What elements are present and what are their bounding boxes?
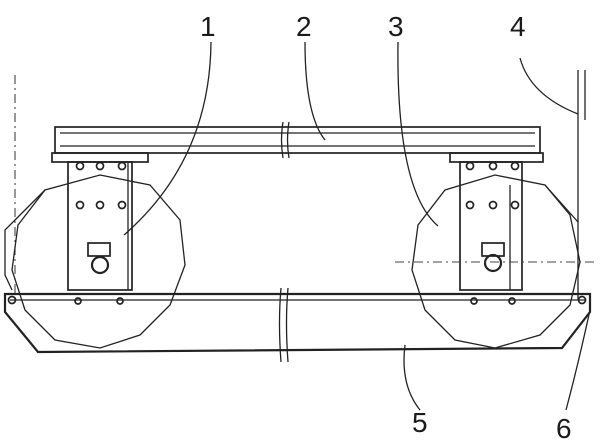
right-mount-plate xyxy=(449,152,544,163)
leader-line-1 xyxy=(123,41,212,236)
left-base-bolt xyxy=(116,297,124,305)
callout-3: 3 xyxy=(388,11,404,42)
callout-5: 5 xyxy=(412,407,428,438)
base-outline xyxy=(3,292,592,354)
left-bolt xyxy=(95,200,105,210)
callout-1: 1 xyxy=(200,11,216,42)
leader-line-4 xyxy=(519,57,579,115)
left-base-bolt xyxy=(74,297,82,305)
right-bolt xyxy=(510,161,520,171)
right-bolt xyxy=(488,161,498,171)
base-bolt-right xyxy=(577,295,587,305)
left-bolt xyxy=(117,161,127,171)
right-bolt xyxy=(465,200,475,210)
top-rail-break-mark xyxy=(280,121,290,159)
callout-4: 4 xyxy=(510,11,526,42)
left-wheel-assembly xyxy=(4,152,186,349)
leader-lines xyxy=(123,41,591,411)
right-bolt xyxy=(465,161,475,171)
leader-line-5 xyxy=(403,344,421,411)
top-rail-outer xyxy=(54,126,541,154)
right-bolt xyxy=(488,200,498,210)
right-wheel-assembly xyxy=(395,152,595,349)
right-axle xyxy=(483,253,503,273)
left-bolt xyxy=(75,200,85,210)
left-wheel-polygon xyxy=(11,174,186,349)
callout-labels: 1 2 3 4 5 6 xyxy=(200,11,572,442)
left-mount-plate xyxy=(51,152,149,163)
left-lock-block xyxy=(87,242,111,257)
leader-line-3 xyxy=(397,41,439,227)
left-bolt xyxy=(75,161,85,171)
left-axle xyxy=(90,255,110,275)
callout-2: 2 xyxy=(296,11,312,42)
callout-6: 6 xyxy=(556,413,572,442)
right-bolt xyxy=(510,200,520,210)
leader-line-2 xyxy=(304,41,326,141)
base-bolt-left xyxy=(7,295,17,305)
right-bracket xyxy=(459,161,523,291)
right-base-bolt xyxy=(508,297,516,305)
top-rail xyxy=(54,121,541,159)
bottom-base xyxy=(3,287,592,363)
left-bolt xyxy=(95,161,105,171)
right-wheel-polygon xyxy=(411,174,581,349)
right-base-bolt xyxy=(470,297,478,305)
side-walls xyxy=(14,70,586,300)
left-bolt xyxy=(117,200,127,210)
leader-line-6 xyxy=(565,309,591,411)
base-break-mark xyxy=(278,287,289,363)
left-guard xyxy=(4,189,46,291)
right-guard xyxy=(544,184,579,223)
